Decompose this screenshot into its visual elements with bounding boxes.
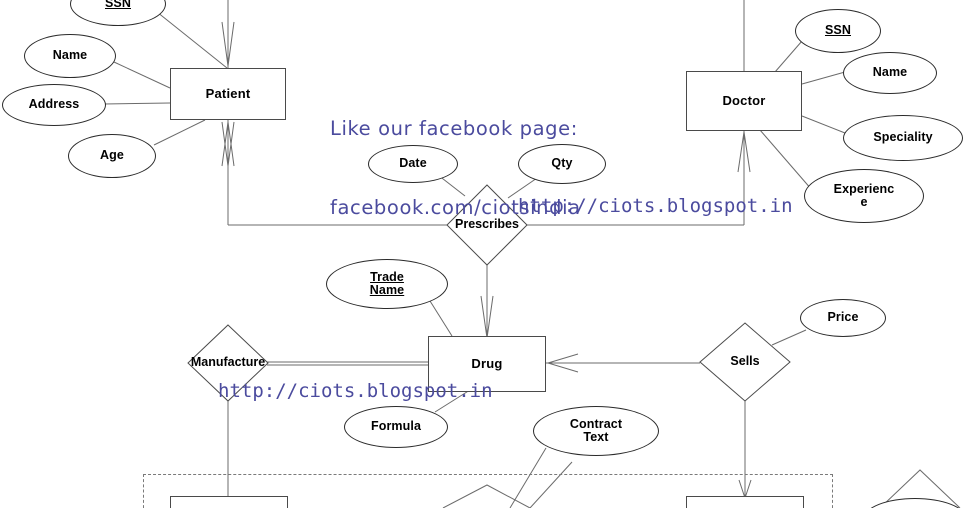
attribute-patient-address-label: Address bbox=[28, 97, 80, 112]
bottom-diamond-left bbox=[442, 484, 531, 508]
line-patient-address bbox=[103, 102, 171, 105]
watermark-facebook-line2: facebook.com/ciotsindia bbox=[330, 195, 581, 219]
sells-diamond-shape bbox=[699, 322, 791, 402]
line-sells-price bbox=[771, 329, 807, 346]
attribute-drug-formula[interactable]: Formula bbox=[344, 406, 448, 448]
attribute-patient-name-label: Name bbox=[52, 48, 88, 63]
line-doctor-speciality bbox=[801, 115, 846, 134]
bottom-diamond-right bbox=[529, 461, 573, 508]
attribute-patient-ssn-label: SSN bbox=[104, 0, 131, 11]
attribute-prescribes-date-label: Date bbox=[399, 156, 427, 171]
line-patient-name bbox=[113, 61, 171, 89]
line-drug-formula bbox=[434, 389, 471, 413]
relationship-sells[interactable]: Sells bbox=[699, 322, 791, 402]
manufacture-diamond-shape bbox=[187, 324, 269, 402]
line-prescribes-date bbox=[437, 174, 466, 197]
watermark-blog-top: http://ciots.blogspot.in bbox=[518, 195, 793, 217]
entity-drug[interactable]: Drug bbox=[428, 336, 546, 392]
attribute-doctor-name-label: Name bbox=[872, 65, 908, 80]
line-patient-age bbox=[153, 119, 206, 146]
attribute-doctor-ssn[interactable]: SSN bbox=[795, 9, 881, 53]
line-contract-text bbox=[509, 447, 547, 508]
attribute-doctor-speciality[interactable]: Speciality bbox=[843, 115, 963, 161]
entity-doctor-label: Doctor bbox=[722, 92, 766, 108]
attribute-patient-age-label: Age bbox=[100, 148, 124, 163]
watermark-facebook: Like our facebook page: facebook.com/cio… bbox=[330, 63, 581, 274]
crowfoot-patient-top-lower bbox=[221, 121, 235, 167]
attribute-doctor-ssn-label: SSN bbox=[824, 23, 851, 38]
entity-bottom-right[interactable] bbox=[686, 496, 804, 508]
attribute-doctor-name[interactable]: Name bbox=[843, 52, 937, 94]
crowfoot-doctor-bottom bbox=[737, 131, 751, 173]
attribute-prescribes-qty[interactable]: Qty bbox=[518, 144, 606, 184]
entity-patient[interactable]: Patient bbox=[170, 68, 286, 120]
line-doctor-name bbox=[801, 71, 846, 85]
attribute-doctor-speciality-label: Speciality bbox=[873, 130, 933, 145]
attribute-patient-address[interactable]: Address bbox=[2, 84, 106, 126]
attribute-sells-price[interactable]: Price bbox=[800, 299, 886, 337]
entity-doctor[interactable]: Doctor bbox=[686, 71, 802, 131]
crowfoot-drug-right bbox=[546, 353, 579, 373]
crowfoot-patient-top bbox=[221, 21, 235, 67]
entity-patient-label: Patient bbox=[205, 85, 251, 101]
entity-drug-label: Drug bbox=[471, 355, 503, 371]
attribute-prescribes-qty-label: Qty bbox=[551, 156, 573, 171]
bottom-right-shape bbox=[879, 469, 961, 508]
line-doctor-experience bbox=[759, 129, 813, 191]
line-patient-ssn bbox=[151, 7, 228, 69]
attribute-sells-price-label: Price bbox=[827, 310, 859, 325]
attribute-drug-formula-label: Formula bbox=[370, 419, 421, 434]
entity-bottom-left[interactable] bbox=[170, 496, 288, 508]
watermark-facebook-line1: Like our facebook page: bbox=[330, 116, 578, 140]
attribute-prescribes-date[interactable]: Date bbox=[368, 145, 458, 183]
attribute-patient-name[interactable]: Name bbox=[24, 34, 116, 78]
weak-entity-group-box bbox=[143, 474, 833, 508]
prescribes-diamond-shape bbox=[446, 184, 528, 266]
attribute-patient-age[interactable]: Age bbox=[68, 134, 156, 178]
crowfoot-patient-bottom bbox=[221, 121, 235, 167]
line-doctor-ssn bbox=[774, 40, 803, 73]
watermark-blog-mid: http://ciots.blogspot.in bbox=[218, 380, 493, 402]
